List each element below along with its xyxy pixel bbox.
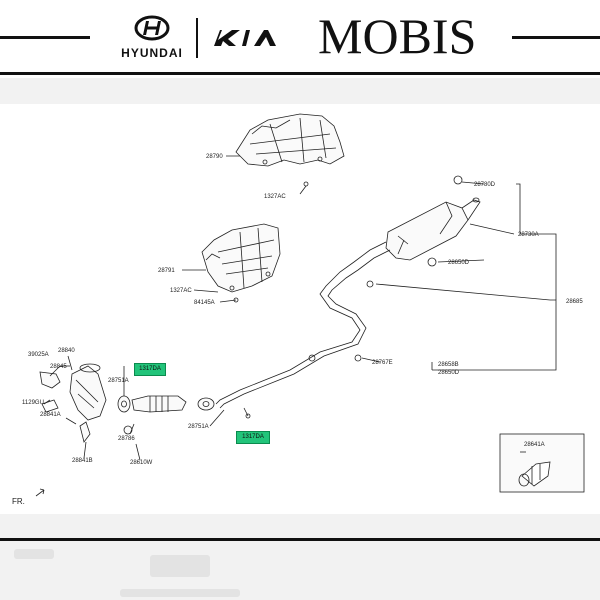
bolt-icon xyxy=(303,181,309,187)
part-label: 28730A xyxy=(518,232,539,238)
exhaust-pipe-main-edge xyxy=(219,249,391,409)
part-label: 28610W xyxy=(130,460,153,466)
mobis-logo: MOBIS xyxy=(318,8,477,64)
front-marker: FR. xyxy=(12,497,25,506)
part-label: 84145A xyxy=(194,300,215,306)
blurred-mark xyxy=(150,555,210,577)
part-label: 28641A xyxy=(524,442,545,448)
catalytic-converter-icon xyxy=(69,363,107,421)
part-label: 28780D xyxy=(474,182,496,188)
part-label: 28786 xyxy=(118,436,135,442)
kia-logo xyxy=(214,30,276,46)
header-rule-right xyxy=(512,36,600,39)
blurred-mark xyxy=(14,549,54,559)
callout-highlight-bottom: 1317DA xyxy=(236,431,270,444)
blurred-mark xyxy=(120,589,240,597)
front-direction-arrow-icon xyxy=(35,488,45,497)
part-label: 28767E xyxy=(372,360,393,366)
part-label: 39025A xyxy=(28,352,49,358)
flange-gasket-icon xyxy=(117,395,215,413)
hanger-rubber-icon xyxy=(308,354,316,362)
hanger-rubber-icon xyxy=(453,175,463,185)
part-label: 28751A xyxy=(108,378,129,384)
header-rule-left xyxy=(0,36,90,39)
part-label: 28840 xyxy=(58,348,75,354)
hanger-rubber-icon xyxy=(354,354,362,362)
muffler-icon xyxy=(385,197,481,261)
hyundai-wordmark: HYUNDAI xyxy=(121,46,183,60)
hyundai-logo: HYUNDAI xyxy=(116,14,188,60)
callout-highlight-top: 1317DA xyxy=(134,363,166,376)
footer-rule xyxy=(0,538,600,541)
part-label: 28658B xyxy=(438,362,459,368)
heat-shield-lower-icon xyxy=(201,223,281,293)
exhaust-diagram: 28790 1327AC 28791 1327AC 84145A 28780D … xyxy=(12,113,585,506)
part-label: 28841A xyxy=(40,412,61,418)
part-label: 1327AC xyxy=(170,288,192,294)
part-label: 28685 xyxy=(566,299,583,305)
diagram-panel: 28790 1327AC 28791 1327AC 84145A 28780D … xyxy=(0,104,600,514)
part-label: 28791 xyxy=(158,268,175,274)
hyundai-emblem-icon xyxy=(134,15,170,41)
brand-header: HYUNDAI MOBIS xyxy=(0,0,600,78)
header-bottom-rule xyxy=(0,72,600,75)
heat-shield-upper-icon xyxy=(235,113,345,167)
part-label: 28751A xyxy=(188,424,209,430)
front-pipe-icon xyxy=(131,395,187,413)
hanger-rubber-icon xyxy=(427,257,437,267)
part-label: 1129GU xyxy=(22,400,44,406)
part-label: 28845 xyxy=(50,364,67,370)
part-label: 1327AC xyxy=(264,194,286,200)
part-label: 28650D xyxy=(448,260,470,266)
sensor-bracket-icon xyxy=(79,421,91,443)
part-label: 28790 xyxy=(206,154,223,160)
hanger-rubber-icon xyxy=(366,280,374,288)
brand-separator xyxy=(196,18,198,58)
part-label: 28841B xyxy=(72,458,93,464)
oxygen-sensor-icon xyxy=(41,399,59,413)
part-label: 28650D xyxy=(438,370,460,376)
bolt-icon xyxy=(245,413,251,419)
exhaust-clamp-icon xyxy=(518,461,551,487)
exhaust-pipe-main xyxy=(215,241,387,405)
footer-area xyxy=(0,541,600,600)
oxygen-sensor-icon xyxy=(39,371,61,389)
